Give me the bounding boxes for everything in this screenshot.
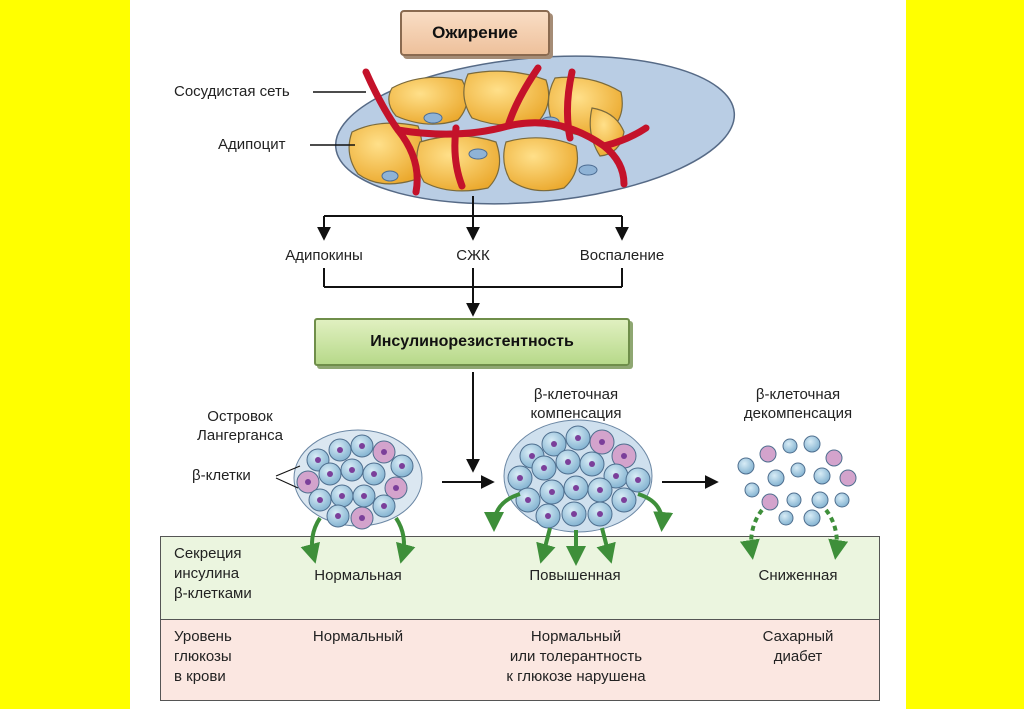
islet-compensated [503,419,653,533]
secretion-decreased: Сниженная [758,567,838,584]
glucose-tolerance-line3: к глюкозе нарушена [506,668,646,685]
secretion-header-line3: β-клетками [174,585,252,602]
obesity-title-box: Ожирение [400,10,550,56]
adipocyte-cell [463,70,550,126]
adipocyte-cell [503,137,579,192]
compensation-label-line2: компенсация [530,405,622,422]
secretion-header-line1: Секреция [174,545,242,562]
adipocyte-label: Адипоцит [218,136,286,153]
insulin-resistance-box: Инсулинорезистентность [314,318,630,366]
factor-adipokines: Адипокины [285,247,363,264]
adipocyte-cell [388,76,468,125]
beta-cells-label: β-клетки [192,467,251,484]
islet-label-line1: Островок [207,408,273,425]
decompensation-label-line2: декомпенсация [743,405,853,422]
secretion-normal: Нормальная [314,567,402,584]
glucose-header-line3: в крови [174,668,226,685]
glucose-tolerance-line1: Нормальный [530,628,622,645]
glucose-normal: Нормальный [312,628,404,645]
compensation-label-line1: β-клеточная [533,386,619,403]
insulin-secretion-row [160,536,880,620]
secretion-increased: Повышенная [529,567,621,584]
factor-inflammation: Воспаление [579,247,665,264]
glucose-header-line2: глюкозы [174,648,232,665]
secretion-header-line2: инсулина [174,565,240,582]
reduced-secretion-arrows [739,508,849,560]
islet-decompensated [737,435,857,527]
glucose-diabetes-line1: Сахарный [762,628,834,645]
decompensation-label-line1: β-клеточная [755,386,841,403]
secretion-arrows [300,492,674,566]
diagram-graphics [275,55,857,566]
vascular-network-label: Сосудистая сеть [174,83,290,100]
diagram-panel: Ожирение Инсулинорезистентность Сосудист… [130,0,906,709]
adipose-tissue-illustration [334,55,736,205]
glucose-tolerance-line2: или толерантность [509,648,643,665]
glucose-header-line1: Уровень [174,628,232,645]
factor-ffa: СЖК [456,247,490,264]
islet-label-line2: Лангерганса [197,427,283,444]
glucose-diabetes-line2: диабет [773,648,823,665]
islet-normal [275,429,423,530]
blood-glucose-row [160,619,880,701]
vascular-network [362,64,650,196]
